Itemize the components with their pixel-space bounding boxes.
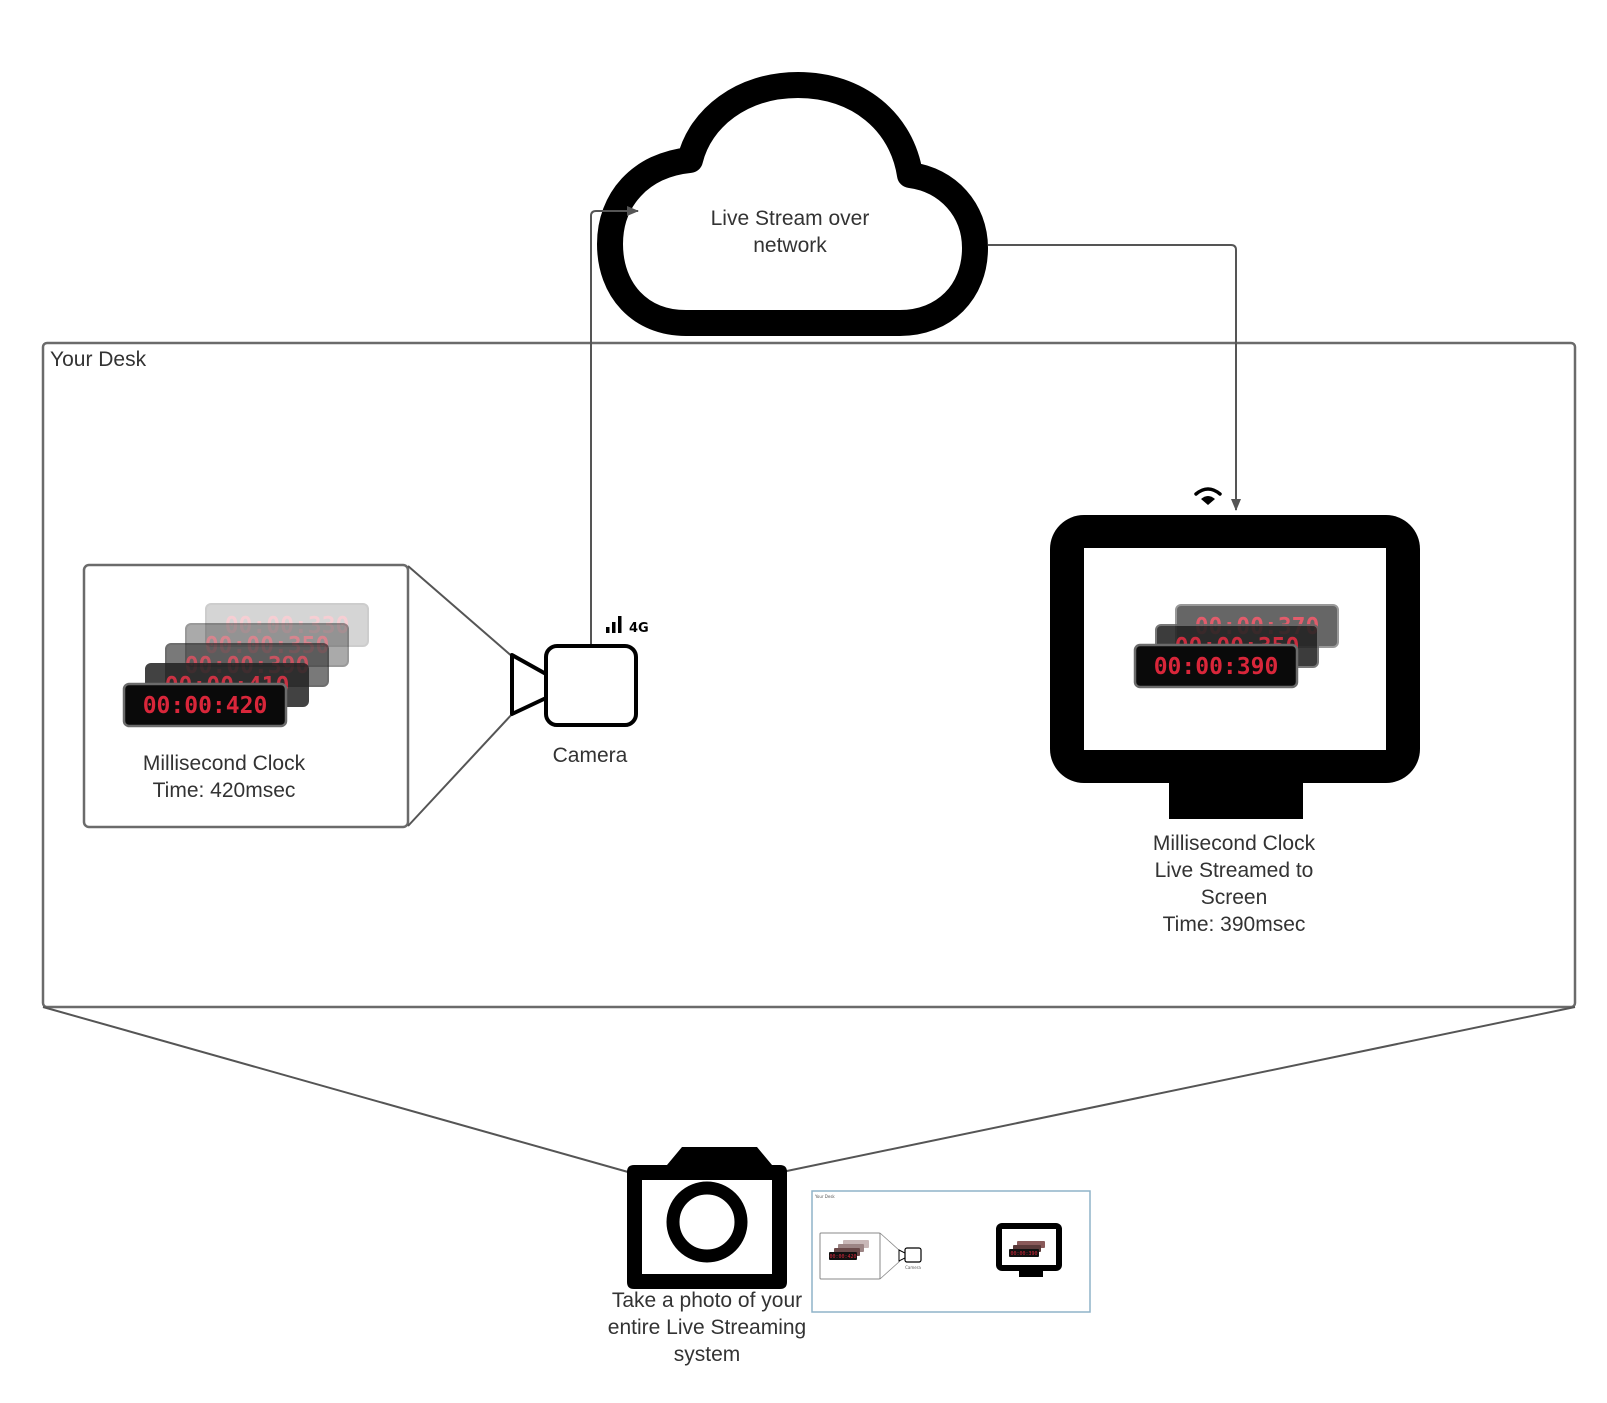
photo-camera-icon (627, 1147, 787, 1289)
photo-label: Take a photo of your entire Live Streami… (567, 1287, 847, 1368)
cloud-label-line-1: Live Stream over (710, 207, 870, 230)
camera-fov-top (407, 565, 515, 659)
arrow-cloud-to-screen (988, 244, 1241, 511)
thumbnail-desk-title: Your Desk (814, 1194, 835, 1199)
screen-label-line-3: Screen (1200, 886, 1268, 909)
thumbnail-screen-reading: 00:00:390 (1010, 1251, 1037, 1257)
screen-label-line-1: Millisecond Clock (1152, 832, 1316, 855)
network-badge: 4G (629, 621, 649, 636)
photo-label-line-3: system (673, 1343, 741, 1366)
thumbnail-camera-label: Camera (905, 1265, 921, 1270)
clock-reading-current: 00:00:420 (143, 693, 268, 719)
desk-title: Your Desk (50, 348, 147, 371)
cell-signal-icon (606, 616, 622, 633)
screen-label-line-4: Time: 390msec (1162, 913, 1306, 936)
thumbnail-clock-reading: 00:00:420 (829, 1254, 856, 1260)
photo-label-line-1: Take a photo of your (611, 1289, 803, 1312)
desk-frame (41, 341, 1577, 1009)
photo-projection-right (781, 1006, 1576, 1173)
desk-photo-thumbnail: Your Desk 00:00:420 Camera 00:00:390 (811, 1190, 1091, 1313)
screen-label: Millisecond Clock Live Streamed to Scree… (1114, 830, 1354, 938)
cloud-label: Live Stream over network (680, 205, 900, 259)
video-camera-icon (510, 644, 638, 727)
screen-clock-stack: 00:00:370 00:00:350 00:00:390 (1133, 604, 1339, 689)
photo-label-line-2: entire Live Streaming (607, 1316, 807, 1339)
wifi-icon (1194, 487, 1222, 505)
camera-fov-bottom (407, 711, 515, 827)
cloud-label-line-2: network (753, 234, 827, 257)
clock-label-line-1: Millisecond Clock (142, 752, 306, 775)
screen-clock-reading-current: 00:00:390 (1154, 654, 1279, 680)
camera-label: Camera (552, 744, 628, 767)
cloud-icon (597, 72, 988, 336)
clock-label: Millisecond Clock Time: 420msec (104, 750, 344, 804)
arrow-camera-to-cloud (590, 206, 639, 645)
clock-reading: 00:00:330 (225, 613, 350, 639)
clock-label-line-2: Time: 420msec (152, 779, 296, 802)
screen-label-line-2: Live Streamed to (1154, 859, 1314, 882)
clock-stack: 00:00:330 00:00:350 00:00:390 00:00:410 … (122, 603, 369, 728)
photo-projection-left (42, 1006, 629, 1173)
